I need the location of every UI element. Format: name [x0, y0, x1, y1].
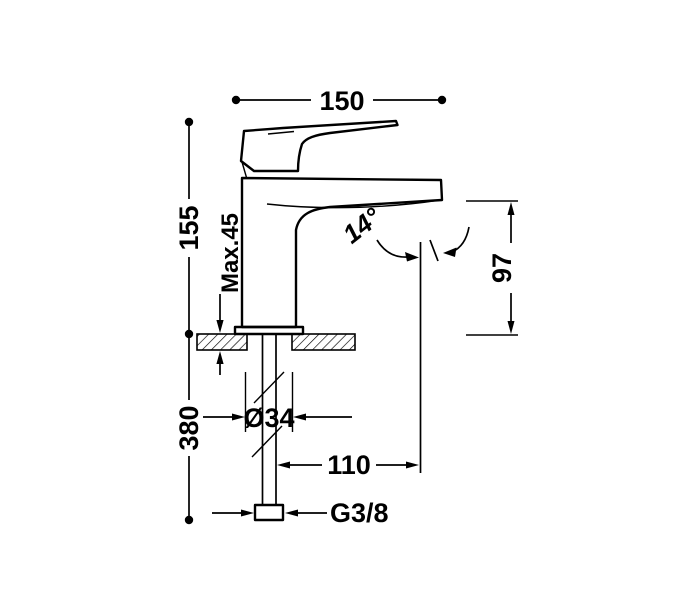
arrow-head-arc-left: [405, 252, 419, 262]
arrow-head-down: [216, 320, 224, 333]
pipe-break-line-lower: [251, 425, 283, 458]
angle-arc-left: [376, 239, 408, 258]
dimension-height-above-deck: 155: [174, 117, 204, 339]
arrow-head-arc-right: [443, 247, 457, 257]
angle-arc-right: [451, 226, 470, 253]
outlet-height-label: 97: [487, 253, 517, 283]
mounting-flange: [233, 325, 305, 336]
arrow-head-left: [293, 413, 306, 421]
arrow-head-left: [277, 461, 290, 469]
faucet-body-spout: [240, 176, 444, 329]
faucet: [233, 119, 444, 336]
stream-reach-label: 110: [327, 450, 371, 480]
lever-crease-line: [267, 130, 295, 135]
dimension-end-dot: [437, 95, 447, 105]
arrow-head-left: [285, 509, 298, 517]
dimension-stream-reach: 110: [277, 450, 419, 480]
spout-underside-crease: [266, 199, 441, 209]
deck-hatch-left: [196, 333, 248, 351]
dimension-end-dot: [231, 95, 241, 105]
length-below-deck-label: 380: [174, 405, 204, 450]
stream-angle-annotation: 14°: [337, 201, 470, 473]
inlet-fitting: [253, 503, 285, 522]
dimension-length-below-deck: 380: [174, 334, 204, 525]
inlet-thread-label: G3/8: [330, 498, 389, 528]
height-above-deck-label: 155: [174, 205, 204, 250]
arrow-head-down: [507, 321, 515, 334]
stream-angle-label: 14°: [337, 201, 387, 249]
faucet-lever-handle: [239, 119, 399, 173]
deck-hatch-right: [291, 333, 356, 351]
dimension-outlet-height: 97: [466, 200, 518, 336]
arrow-head-up: [507, 202, 515, 215]
max-deck-thickness-label: Max.45: [217, 213, 244, 293]
pipe-break-line-upper: [253, 371, 285, 404]
lever-rear-corner-line: [241, 161, 248, 178]
overall-width-label: 150: [319, 86, 364, 116]
stream-angled-line: [429, 239, 439, 262]
arrow-head-right: [232, 413, 245, 421]
arrow-head-right: [406, 461, 419, 469]
dimension-overall-width: 150: [231, 86, 447, 116]
arrow-head-up: [216, 351, 224, 364]
dimension-max-deck-thickness: Max.45: [216, 213, 244, 375]
shank-diameter-label: Ø34: [243, 403, 294, 433]
dimension-inlet-thread: G3/8: [212, 498, 389, 528]
deck-cross-section: [196, 333, 356, 351]
arrow-head-right: [241, 509, 254, 517]
dimension-shank-diameter: Ø34: [203, 372, 352, 433]
supply-pipe: [251, 334, 285, 522]
dimension-end-dot: [184, 515, 194, 525]
dimension-end-dot: [184, 117, 194, 127]
